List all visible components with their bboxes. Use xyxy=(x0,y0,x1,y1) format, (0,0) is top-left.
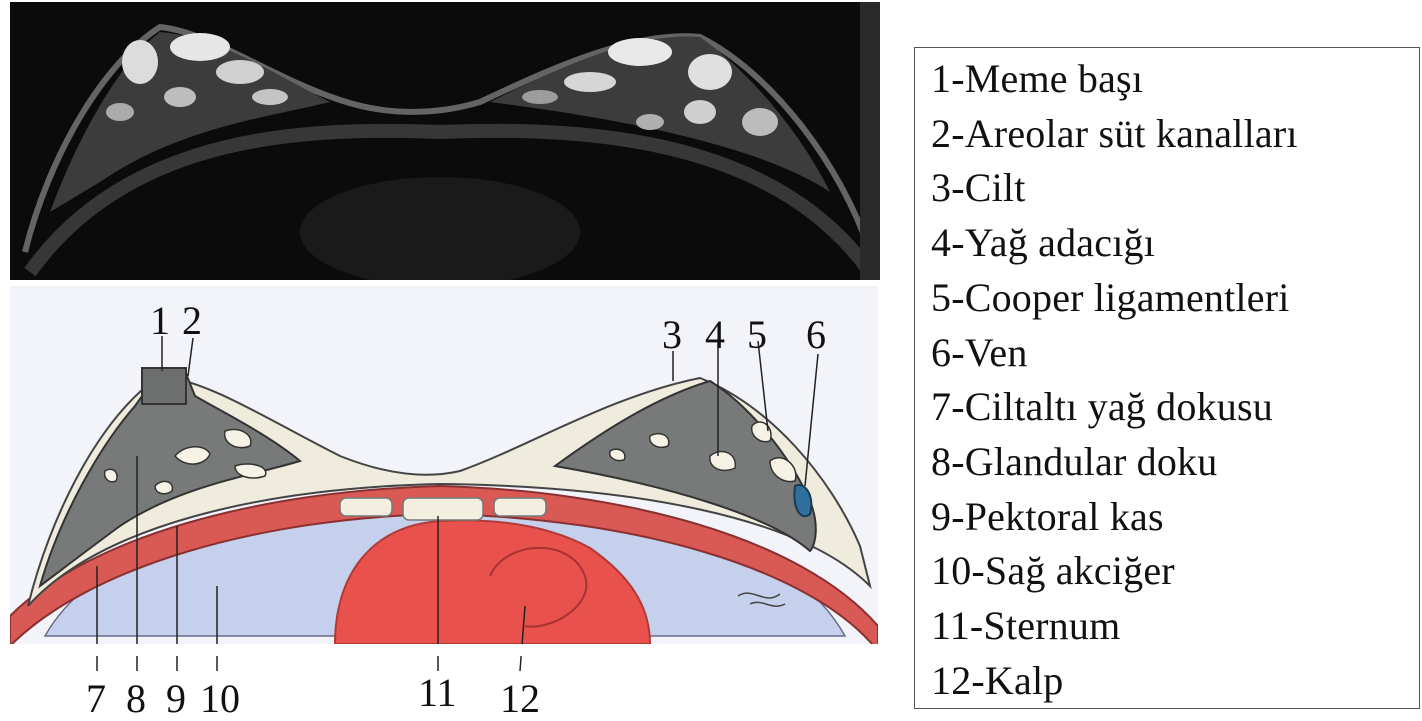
label-12: 12 xyxy=(500,676,540,721)
label-5: 5 xyxy=(747,312,767,357)
legend-item-3: 3-Cilt xyxy=(931,161,1419,216)
legend-item-6: 6-Ven xyxy=(931,326,1419,381)
label-6: 6 xyxy=(806,312,826,357)
legend-item-1: 1-Meme başı xyxy=(931,52,1419,107)
anatomy-diagram: 1 2 3 4 5 6 7 8 9 10 11 12 xyxy=(10,286,878,721)
legend-list: 1-Meme başı 2-Areolar süt kanalları 3-Ci… xyxy=(931,52,1419,708)
mri-edge xyxy=(860,2,880,280)
nipple-shape xyxy=(142,368,186,404)
legend-item-10: 10-Sağ akciğer xyxy=(931,544,1419,599)
mri-image xyxy=(10,2,880,280)
legend-item-12: 12-Kalp xyxy=(931,654,1419,709)
label-9: 9 xyxy=(166,676,186,721)
legend-item-5: 5-Cooper ligamentleri xyxy=(931,271,1419,326)
label-2: 2 xyxy=(182,298,202,343)
legend-box: 1-Meme başı 2-Areolar süt kanalları 3-Ci… xyxy=(914,47,1420,709)
mri-scan xyxy=(10,2,880,280)
sternum-shape xyxy=(340,498,546,520)
legend-item-2: 2-Areolar süt kanalları xyxy=(931,107,1419,162)
label-7: 7 xyxy=(86,676,106,721)
legend-item-7: 7-Ciltaltı yağ dokusu xyxy=(931,380,1419,435)
label-3: 3 xyxy=(662,312,682,357)
legend-item-9: 9-Pektoral kas xyxy=(931,490,1419,545)
legend-item-11: 11-Sternum xyxy=(931,599,1419,654)
label-11: 11 xyxy=(418,670,457,715)
anatomy-svg: 1 2 3 4 5 6 7 8 9 10 11 12 xyxy=(10,286,878,721)
label-4: 4 xyxy=(705,312,725,357)
label-1: 1 xyxy=(150,298,170,343)
legend-item-4: 4-Yağ adacığı xyxy=(931,216,1419,271)
label-10: 10 xyxy=(200,676,240,721)
label-8: 8 xyxy=(126,676,146,721)
legend-item-8: 8-Glandular doku xyxy=(931,435,1419,490)
diagram-cut xyxy=(10,644,878,656)
